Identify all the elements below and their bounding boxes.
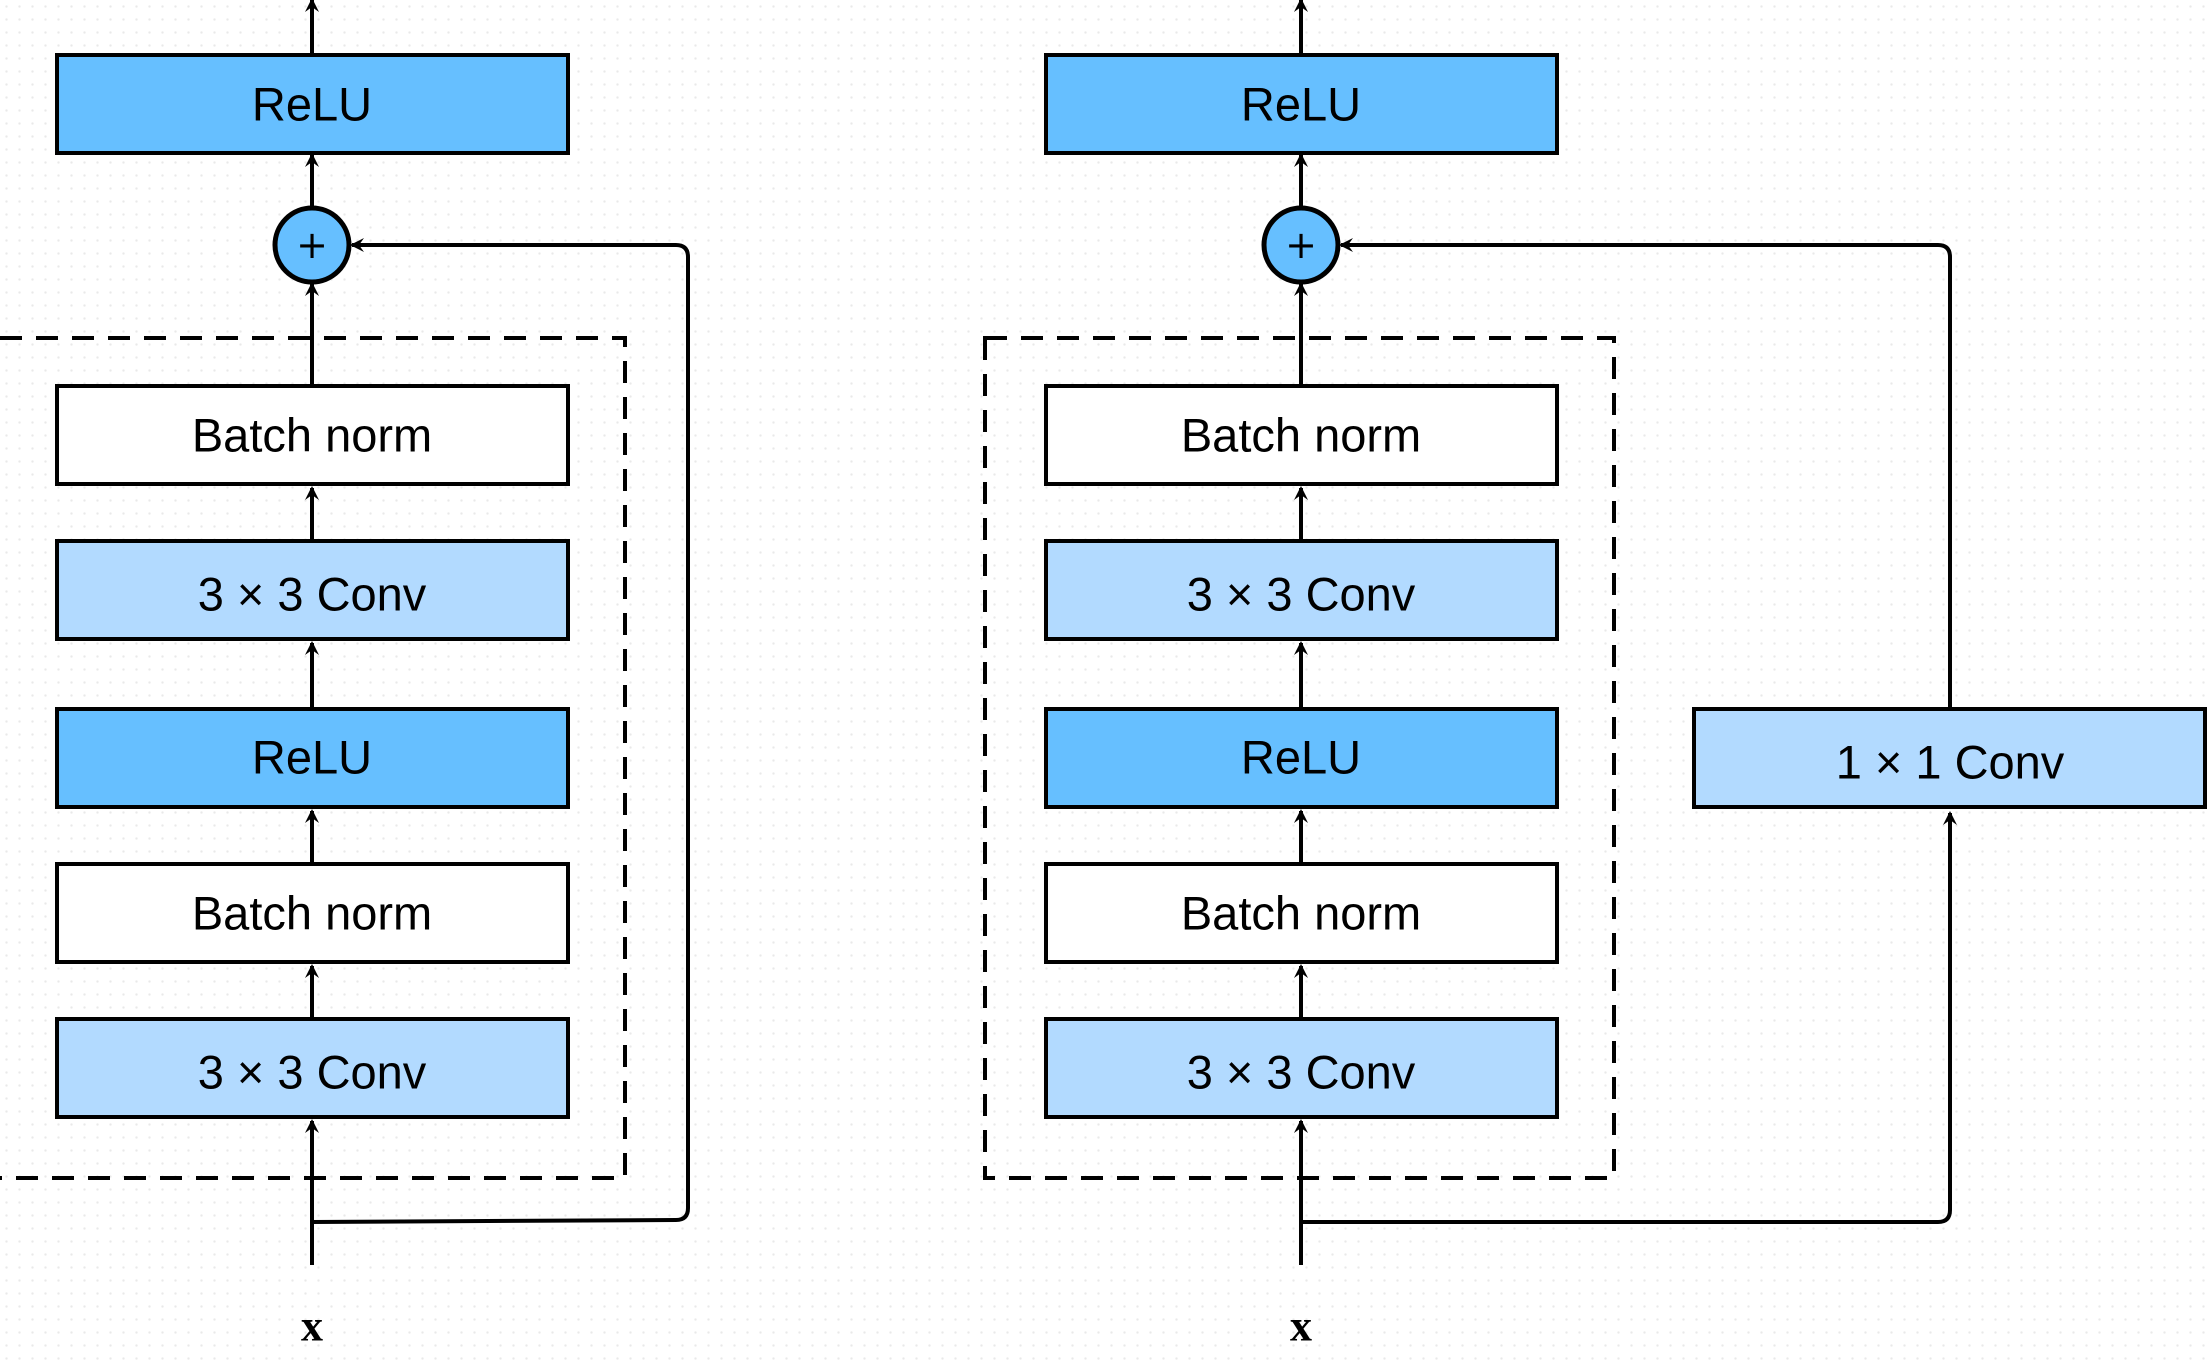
right-batchnorm-top-label: Batch norm — [1181, 409, 1421, 462]
left-top-relu-label: ReLU — [252, 78, 372, 131]
left-top-relu-box: ReLU — [55, 53, 570, 155]
right-conv-top-box: 3 × 3 Conv — [1044, 539, 1559, 641]
right-shortcut-conv-label: 1 × 1 Conv — [1836, 736, 2065, 789]
left-residual-block: ReLU + Batch norm 3 × 3 Conv ReLU — [0, 0, 690, 1351]
right-input-label: x — [1290, 1302, 1312, 1351]
right-batchnorm-top-box: Batch norm — [1044, 384, 1559, 486]
right-top-relu-label: ReLU — [1241, 78, 1361, 131]
right-batchnorm-bottom-label: Batch norm — [1181, 887, 1421, 940]
right-top-relu-box: ReLU — [1044, 53, 1559, 155]
left-conv-bottom-label: 3 × 3 Conv — [198, 1046, 427, 1099]
left-batchnorm-bottom-label: Batch norm — [192, 887, 432, 940]
left-input-label: x — [301, 1302, 323, 1351]
left-skip-connection — [311, 238, 690, 1224]
right-conv-bottom-label: 3 × 3 Conv — [1187, 1046, 1416, 1099]
left-conv-bottom-box: 3 × 3 Conv — [55, 1017, 570, 1119]
left-relu-mid-label: ReLU — [252, 731, 372, 784]
left-relu-mid-box: ReLU — [55, 707, 570, 809]
right-relu-mid-box: ReLU — [1044, 707, 1559, 809]
right-relu-mid-label: ReLU — [1241, 731, 1361, 784]
right-sum-node: + — [1261, 205, 1341, 285]
right-batchnorm-bottom-box: Batch norm — [1044, 862, 1559, 964]
left-conv-top-label: 3 × 3 Conv — [198, 568, 427, 621]
right-sum-symbol: + — [1285, 223, 1317, 267]
right-shortcut-upper-path — [1339, 238, 1952, 709]
right-residual-block: ReLU + Batch norm 3 × 3 Conv ReLU Batch … — [983, 0, 2207, 1351]
right-shortcut-lower-path — [1301, 811, 1957, 1224]
left-batchnorm-bottom-box: Batch norm — [55, 862, 570, 964]
right-conv-bottom-box: 3 × 3 Conv — [1044, 1017, 1559, 1119]
left-batchnorm-top-label: Batch norm — [192, 409, 432, 462]
left-sum-node: + — [272, 205, 352, 285]
right-conv-top-label: 3 × 3 Conv — [1187, 568, 1416, 621]
left-batchnorm-top-box: Batch norm — [55, 384, 570, 486]
right-shortcut-conv-box: 1 × 1 Conv — [1692, 707, 2207, 809]
left-sum-symbol: + — [296, 223, 328, 267]
left-conv-top-box: 3 × 3 Conv — [55, 539, 570, 641]
